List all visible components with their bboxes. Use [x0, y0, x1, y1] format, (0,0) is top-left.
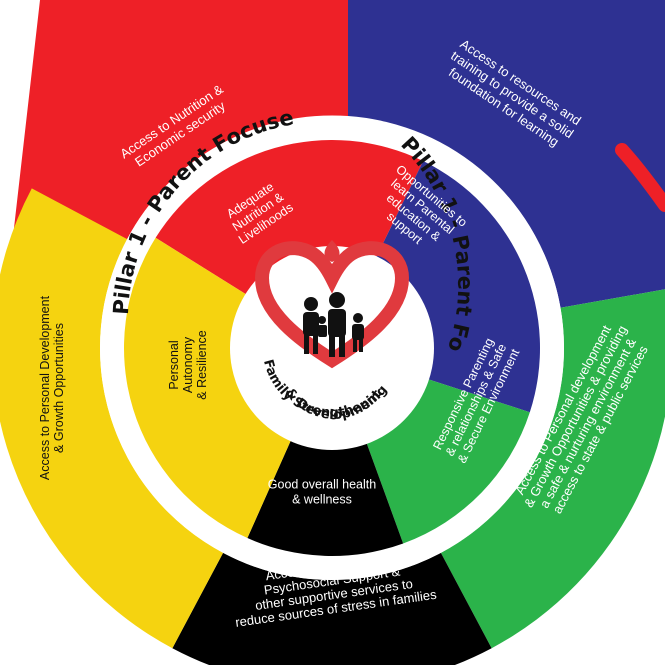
segment-inner-yellow — [124, 237, 292, 539]
t-out-yellow-line: Access to Personal Development — [38, 295, 52, 480]
inner-text-black: Good overall health& wellness — [268, 478, 376, 507]
heart-icon — [254, 241, 410, 369]
outer-text-yellow: Access to Personal Development& Growth O… — [38, 295, 66, 480]
t-in-yellow-line: & Resilience — [195, 330, 209, 400]
t-in-yellow-line: Personal — [167, 340, 181, 389]
center-logo: Family Strengthening & Development — [230, 240, 434, 450]
segment-outer-red — [14, 0, 348, 240]
segment-inner-blue — [375, 161, 540, 413]
segment-outer-blue — [348, 0, 665, 308]
segment-outer-green — [440, 289, 665, 649]
decorative-red-stroke — [615, 143, 665, 212]
family-icon — [303, 292, 364, 357]
segment-inner-green — [366, 378, 530, 544]
inner-text-yellow: PersonalAutonomy& Resilience — [167, 330, 209, 400]
segment-inner-red — [155, 139, 424, 296]
t-in-black-line: & wellness — [292, 493, 352, 507]
outer-text-black: Access to Mentoring &Psychosocial Suppor… — [228, 545, 437, 630]
t-in-yellow-line: Autonomy — [181, 336, 195, 393]
segment-outer-black — [172, 552, 492, 665]
drop-icon — [324, 240, 340, 262]
t-in-black-line: Good overall health — [268, 478, 376, 492]
segment-outer-yellow — [0, 188, 224, 649]
t-out-yellow-line: & Growth Opportunities — [52, 323, 66, 453]
white-ring — [100, 116, 564, 580]
segment-inner-black — [247, 439, 404, 556]
